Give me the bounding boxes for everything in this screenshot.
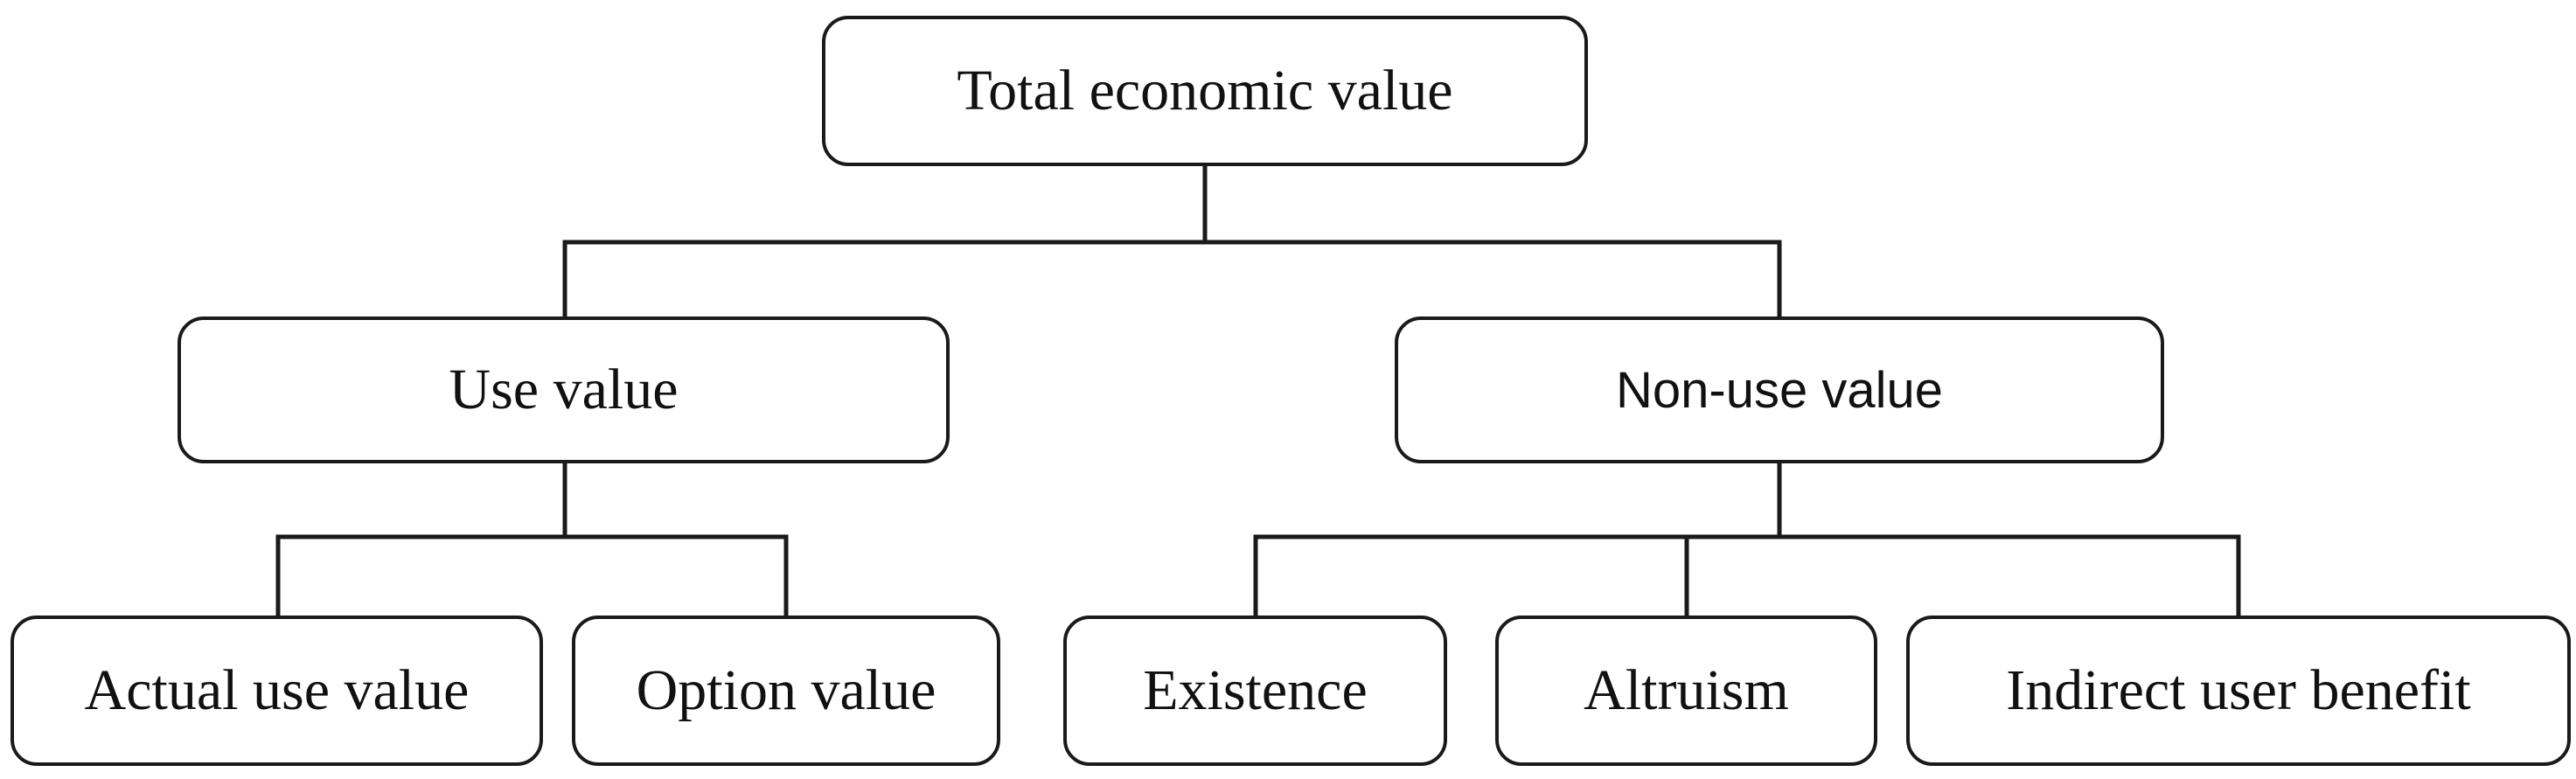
node-option-value: Option value — [572, 616, 1000, 766]
node-label: Existence — [1143, 658, 1368, 722]
node-label: Non-use value — [1616, 361, 1943, 419]
node-label: Actual use value — [84, 658, 470, 722]
node-use-value: Use value — [178, 316, 950, 463]
node-label: Use value — [449, 358, 679, 421]
node-label: Option value — [636, 658, 936, 722]
node-altruism: Altruism — [1495, 616, 1877, 766]
node-label: Total economic value — [957, 59, 1453, 122]
node-indirect-user-benefit: Indirect user benefit — [1906, 616, 2571, 766]
node-label: Altruism — [1584, 658, 1789, 722]
node-existence: Existence — [1063, 616, 1447, 766]
node-total-economic-value: Total economic value — [822, 16, 1588, 166]
node-label: Indirect user benefit — [2006, 658, 2471, 722]
node-actual-use-value: Actual use value — [10, 616, 543, 766]
node-non-use-value: Non-use value — [1395, 316, 2164, 463]
